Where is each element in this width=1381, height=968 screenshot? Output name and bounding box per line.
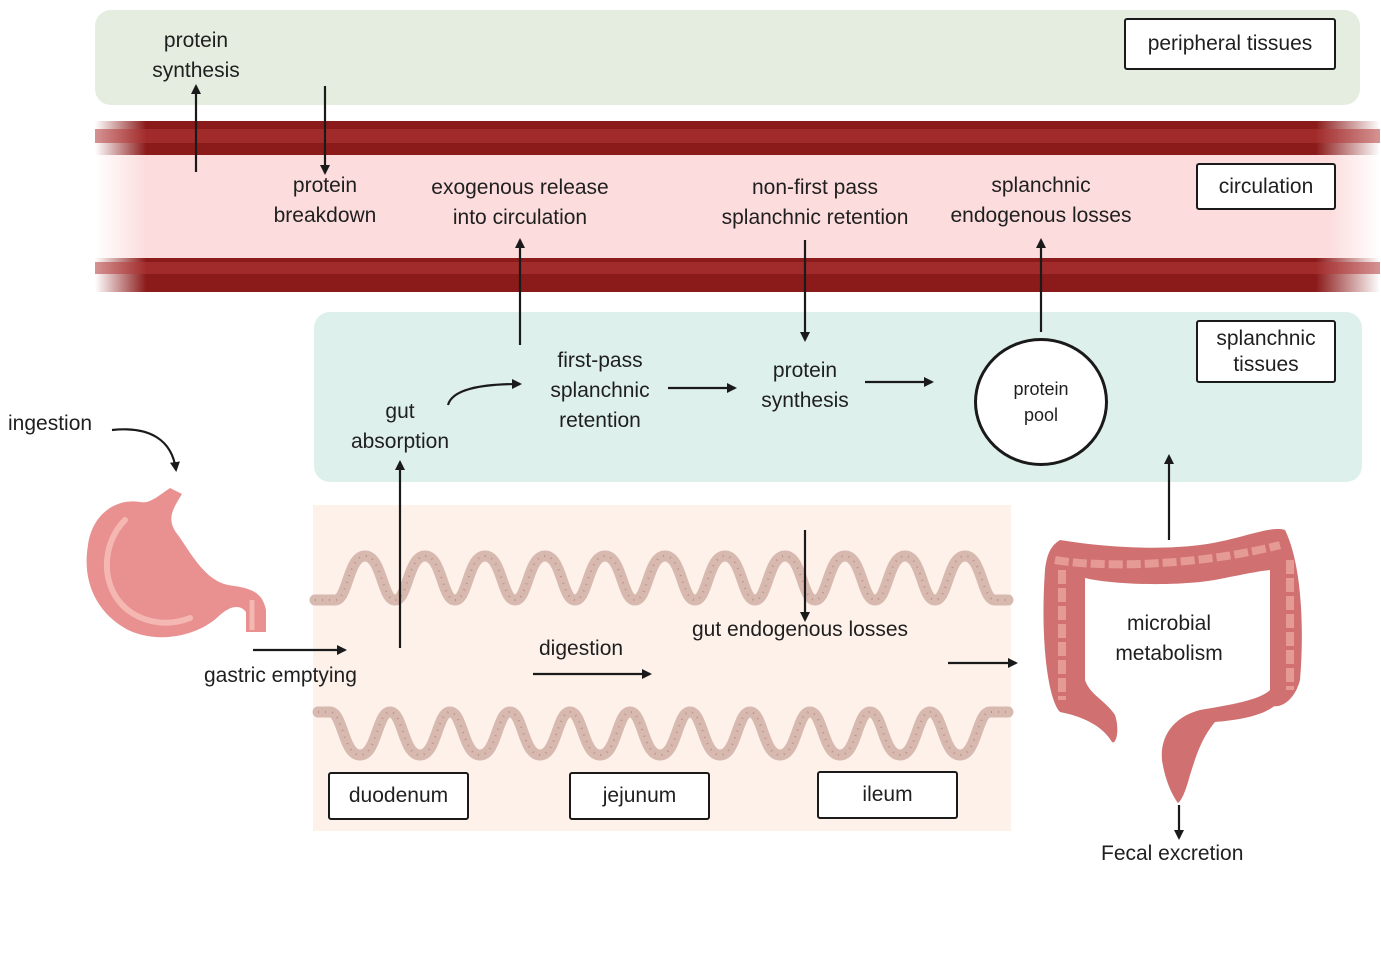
splanchnic-tissues-box: splanchnic tissues (1196, 320, 1336, 383)
peripheral-protein-synthesis-label: protein synthesis (152, 29, 240, 82)
exogenous-release-label: exogenous release into circulation (431, 176, 609, 229)
protein-pool-circle: protein pool (974, 338, 1108, 466)
peripheral-tissues-band (95, 10, 1360, 105)
digestion-label: digestion (539, 637, 624, 660)
arrows (111, 84, 1184, 840)
microbial-metabolism-label: microbial metabolism (1115, 612, 1223, 665)
non-first-pass-label: non-first pass splanchnic retention (721, 176, 909, 229)
arrow-gut-to-first-pass (446, 379, 522, 406)
peripheral-tissues-box: peripheral tissues (1124, 18, 1336, 70)
protein-breakdown-label: protein breakdown (273, 174, 377, 227)
circulation-vessel (95, 121, 1380, 292)
protein-pool-label: protein pool (1013, 379, 1069, 425)
duodenum-box: duodenum (328, 772, 469, 820)
gastric-emptying-label: gastric emptying (204, 664, 357, 687)
ingestion-label: ingestion (8, 412, 93, 435)
villi-bottom (312, 706, 1014, 761)
gut-absorption-label: gut absorption (350, 400, 450, 453)
fecal-excretion-label: Fecal excretion (1101, 842, 1244, 865)
stomach-illustration (86, 488, 266, 638)
jejunum-box: jejunum (569, 772, 710, 820)
villi-top (309, 550, 1014, 606)
splanchnic-tissues-band (314, 312, 1362, 482)
ileum-box: ileum (817, 771, 958, 819)
splanchnic-endogenous-losses-label: splanchnic endogenous losses (950, 174, 1132, 227)
splanchnic-protein-synthesis-label: protein synthesis (761, 359, 849, 412)
arrow-ingestion-to-stomach (111, 428, 180, 472)
colon-illustration (1043, 528, 1302, 803)
first-pass-label: first-pass splanchnic retention (550, 349, 650, 432)
circulation-box: circulation (1196, 163, 1336, 210)
gut-endogenous-losses-label: gut endogenous losses (692, 618, 908, 641)
